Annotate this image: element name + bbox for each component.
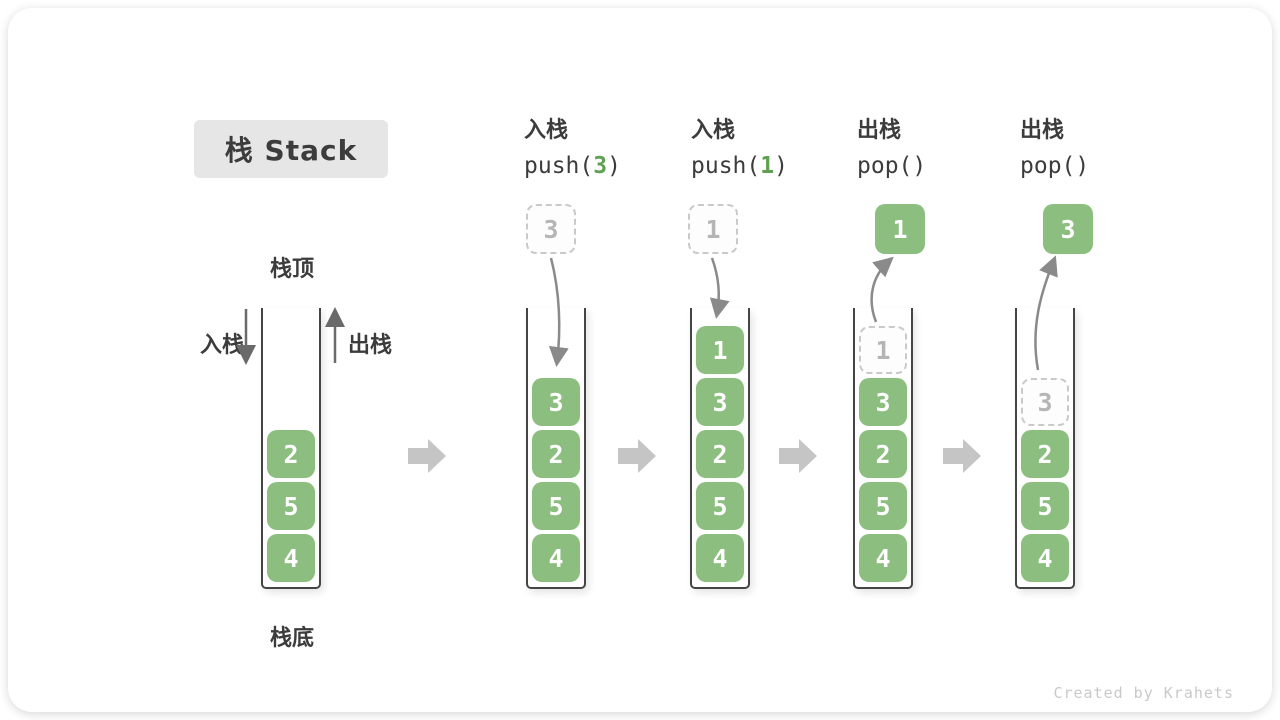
operation-code: pop() bbox=[1020, 153, 1180, 179]
operation-action: 出栈 bbox=[857, 118, 902, 143]
operation-code: pop() bbox=[857, 153, 1017, 179]
operation-label-push3: 入栈 push(3) bbox=[524, 112, 684, 179]
code-prefix: pop() bbox=[1020, 153, 1090, 179]
stack-cell: 4 bbox=[532, 534, 580, 582]
stack-cell: 3 bbox=[859, 378, 907, 426]
stack-cell: 4 bbox=[696, 534, 744, 582]
floating-cell-push-3: 3 bbox=[526, 204, 576, 254]
stack-cell: 2 bbox=[1021, 430, 1069, 478]
stack-cell: 5 bbox=[532, 482, 580, 530]
stack-cell: 5 bbox=[859, 482, 907, 530]
stack-cell: 5 bbox=[1021, 482, 1069, 530]
stack-cell: 4 bbox=[1021, 534, 1069, 582]
code-prefix: push( bbox=[524, 153, 594, 179]
stack-top-label: 栈顶 bbox=[269, 257, 314, 282]
operation-label-push1: 入栈 push(1) bbox=[691, 112, 851, 179]
stack-cell: 2 bbox=[696, 430, 744, 478]
code-prefix: pop() bbox=[857, 153, 927, 179]
operation-code: push(1) bbox=[691, 153, 851, 179]
stack-cell: 5 bbox=[696, 482, 744, 530]
stack-after-pop-1: 1 3 2 5 4 bbox=[853, 308, 913, 589]
stack-cell: 2 bbox=[267, 430, 315, 478]
push-1-arrow-icon bbox=[709, 257, 730, 319]
step-right-arrow-icon bbox=[943, 439, 981, 473]
stack-after-push-1: 1 3 2 5 4 bbox=[690, 308, 750, 589]
diagram-card: 栈 Stack 栈顶 栈底 入栈 出栈 入栈 push(3) 入栈 push(1… bbox=[8, 8, 1272, 712]
operation-code: push(3) bbox=[524, 153, 684, 179]
stack-after-push-3: 3 2 5 4 bbox=[526, 308, 586, 589]
code-arg: 1 bbox=[760, 153, 775, 179]
step-right-arrow-icon bbox=[779, 439, 817, 473]
watermark: Created by Krahets bbox=[1053, 684, 1234, 702]
stack-cell: 2 bbox=[532, 430, 580, 478]
code-suffix: ) bbox=[774, 153, 788, 179]
operation-action: 入栈 bbox=[691, 118, 736, 143]
stack-cell-removed: 3 bbox=[1021, 378, 1069, 426]
code-arg: 3 bbox=[593, 153, 608, 179]
operation-label-pop-2: 出栈 pop() bbox=[1020, 112, 1180, 179]
step-right-arrow-icon bbox=[408, 439, 446, 473]
stack-cell: 4 bbox=[267, 534, 315, 582]
step-right-arrow-icon bbox=[618, 439, 656, 473]
stack-after-pop-2: 3 2 5 4 bbox=[1015, 308, 1075, 589]
stack-cell: 5 bbox=[267, 482, 315, 530]
stack-cell: 3 bbox=[696, 378, 744, 426]
floating-cell-push-1: 1 bbox=[688, 204, 738, 254]
stack-initial: 2 5 4 bbox=[261, 308, 321, 589]
operation-label-pop-1: 出栈 pop() bbox=[857, 112, 1017, 179]
operation-action: 入栈 bbox=[524, 118, 569, 143]
operation-action: 出栈 bbox=[1020, 118, 1065, 143]
floating-cell-popped-3: 3 bbox=[1043, 204, 1093, 254]
push-in-label: 入栈 bbox=[200, 333, 245, 358]
pop-out-label: 出栈 bbox=[348, 333, 393, 358]
code-suffix: ) bbox=[607, 153, 621, 179]
stack-cell: 1 bbox=[696, 326, 744, 374]
page-title: 栈 Stack bbox=[194, 120, 388, 178]
stack-cell: 2 bbox=[859, 430, 907, 478]
floating-cell-popped-1: 1 bbox=[875, 204, 925, 254]
stack-cell-removed: 1 bbox=[859, 326, 907, 374]
code-prefix: push( bbox=[691, 153, 761, 179]
stack-bottom-label: 栈底 bbox=[269, 626, 314, 651]
stack-cell: 4 bbox=[859, 534, 907, 582]
stack-cell: 3 bbox=[532, 378, 580, 426]
